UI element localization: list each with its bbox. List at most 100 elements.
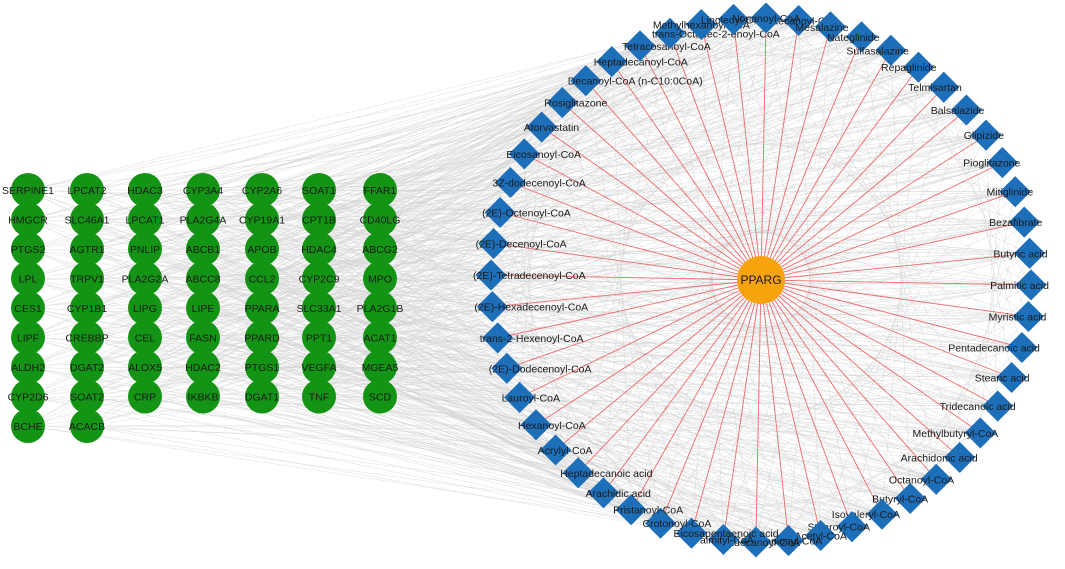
gene-node-circle[interactable] — [363, 232, 397, 266]
compound-node-tridecanoic-acid[interactable]: Tridecanoic acid — [940, 390, 1016, 422]
gene-node-circle[interactable] — [128, 232, 162, 266]
compound-node-diamond[interactable] — [1012, 300, 1044, 333]
gene-node-abcc8[interactable]: ABCC8 — [185, 261, 221, 296]
gene-node-slc46a1[interactable]: SLC46A1 — [65, 202, 110, 237]
compound-node-acrylyl-coa[interactable]: Acrylyl-CoA — [538, 434, 593, 466]
gene-node-abcg2[interactable]: ABCG2 — [362, 232, 398, 266]
compound-node-methylbutyryl-coa[interactable]: Methylbutyryl-CoA — [913, 417, 999, 449]
compound-node-balsalazide[interactable]: Balsalazide — [931, 94, 985, 126]
gene-node-circle[interactable] — [70, 291, 104, 325]
gene-node-lipg[interactable]: LIPG — [128, 291, 162, 325]
gene-node-circle[interactable] — [245, 261, 279, 296]
gene-node-circle[interactable] — [363, 350, 397, 384]
compound-node-heptadecanoic-acid[interactable]: Heptadecanoic acid — [560, 457, 653, 489]
gene-node-circle[interactable] — [11, 409, 45, 443]
compound-node-stearic-acid[interactable]: Stearic acid — [975, 361, 1030, 394]
gene-node-cyp2c9[interactable]: CYP2C9 — [299, 261, 340, 296]
compound-node-bezafibrate[interactable]: Bezafibrate — [989, 206, 1042, 238]
gene-node-bche[interactable]: BCHE — [11, 409, 45, 443]
gene-node-circle[interactable] — [11, 350, 45, 384]
gene-node-cd40lg[interactable]: CD40LG — [360, 202, 401, 237]
gene-node-cpt1b[interactable]: CPT1B — [302, 202, 336, 237]
gene-node-circle[interactable] — [70, 379, 104, 414]
compound-node-diamond[interactable] — [1015, 269, 1047, 301]
gene-node-circle[interactable] — [363, 202, 397, 237]
gene-node-crebbp[interactable]: CREBBP — [65, 320, 109, 355]
gene-node-circle[interactable] — [70, 232, 104, 266]
gene-node-mpo[interactable]: MPO — [363, 261, 397, 296]
gene-node-circle[interactable] — [302, 173, 336, 207]
gene-node-pnlip[interactable]: PNLIP — [128, 232, 162, 266]
gene-node-circle[interactable] — [245, 291, 279, 325]
gene-node-circle[interactable] — [186, 379, 220, 414]
gene-node-lipf[interactable]: LIPF — [11, 320, 45, 355]
compound-node-diamond[interactable] — [996, 361, 1028, 394]
gene-node-circle[interactable] — [11, 291, 45, 325]
gene-node-circle[interactable] — [245, 173, 279, 207]
gene-node-crp[interactable]: CRP — [128, 379, 162, 414]
compound-node-diamond[interactable] — [494, 166, 526, 199]
gene-node-abcb1[interactable]: ABCB1 — [186, 232, 221, 266]
compound-node-diamond[interactable] — [982, 390, 1014, 422]
compound-node-diamond[interactable] — [894, 482, 926, 514]
gene-node-circle[interactable] — [302, 261, 336, 296]
gene-node-vegfa[interactable]: VEGFA — [301, 350, 337, 384]
gene-node-agtr1[interactable]: AGTR1 — [69, 232, 105, 266]
compound-node-3z-dodecenoyl-coa[interactable]: 3Z-dodecenoyl-CoA — [492, 166, 586, 199]
gene-node-circle[interactable] — [245, 202, 279, 237]
gene-node-aldh2[interactable]: ALDH2 — [11, 350, 45, 384]
gene-node-circle[interactable] — [363, 261, 397, 296]
gene-node-circle[interactable] — [302, 202, 336, 237]
gene-node-circle[interactable] — [363, 320, 397, 355]
gene-node-apob[interactable]: APOB — [245, 232, 279, 266]
gene-node-ppara[interactable]: PPARA — [245, 291, 280, 325]
gene-node-circle[interactable] — [186, 291, 220, 325]
gene-node-hmgcr[interactable]: HMGCR — [8, 202, 48, 237]
compound-node-diamond[interactable] — [1006, 331, 1038, 364]
gene-node-circle[interactable] — [11, 173, 45, 207]
gene-node-circle[interactable] — [245, 379, 279, 414]
gene-node-ces1[interactable]: CES1 — [11, 291, 45, 325]
compound-node-butyric-acid[interactable]: Butyric acid — [993, 237, 1048, 269]
gene-node-circle[interactable] — [11, 232, 45, 266]
gene-node-pla2g4a[interactable]: PLA2G4A — [180, 202, 227, 237]
gene-node-circle[interactable] — [245, 350, 279, 384]
gene-node-cyp3a4[interactable]: CYP3A4 — [183, 173, 223, 207]
compound-node-diamond[interactable] — [475, 259, 507, 291]
gene-node-circle[interactable] — [11, 379, 45, 414]
gene-node-circle[interactable] — [70, 409, 104, 443]
compound-node-butyryl-coa[interactable]: Butyryl-CoA — [872, 482, 928, 514]
gene-node-pla2g2a[interactable]: PLA2G2A — [122, 261, 169, 296]
compound-node-2e-octenoyl-coa[interactable]: (2E)-Octenoyl-CoA — [482, 196, 571, 229]
compound-node-diamond[interactable] — [540, 434, 572, 466]
gene-node-circle[interactable] — [70, 173, 104, 207]
gene-node-acat1[interactable]: ACAT1 — [363, 320, 397, 355]
gene-node-lpcat1[interactable]: LPCAT1 — [126, 202, 165, 237]
gene-node-pla2g1b[interactable]: PLA2G1B — [357, 291, 404, 325]
compound-node-diamond[interactable] — [587, 477, 620, 509]
gene-node-circle[interactable] — [186, 261, 220, 296]
compound-node-diamond[interactable] — [476, 291, 508, 323]
gene-node-circle[interactable] — [128, 261, 162, 296]
gene-node-circle[interactable] — [128, 350, 162, 384]
gene-node-circle[interactable] — [302, 350, 336, 384]
gene-node-alox5[interactable]: ALOX5 — [128, 350, 162, 384]
compound-node-pentadecanoic-acid[interactable]: Pentadecanoic acid — [948, 331, 1040, 364]
gene-node-circle[interactable] — [70, 202, 104, 237]
compound-node-diamond[interactable] — [482, 322, 514, 354]
compound-node-diamond[interactable] — [1008, 206, 1040, 238]
gene-node-circle[interactable] — [186, 173, 220, 207]
compound-node-2e-decenoyl-coa[interactable]: (2E)-Decenoyl-CoA — [476, 227, 567, 260]
gene-node-lpl[interactable]: LPL — [11, 261, 45, 296]
gene-node-cyp2d6[interactable]: CYP2D6 — [8, 379, 49, 414]
gene-node-lipe[interactable]: LIPE — [186, 291, 220, 325]
gene-node-circle[interactable] — [70, 320, 104, 355]
compound-node-2e-dodecenoyl-coa[interactable]: (2E)-Dodecenoyl-CoA — [489, 352, 592, 384]
gene-node-ikbkb[interactable]: IKBKB — [186, 379, 220, 414]
gene-node-lpcat2[interactable]: LPCAT2 — [68, 173, 107, 207]
gene-node-dgat1[interactable]: DGAT1 — [245, 379, 279, 414]
compound-node-diamond[interactable] — [964, 417, 996, 449]
gene-node-circle[interactable] — [245, 320, 279, 355]
compound-node-diamond[interactable] — [562, 457, 594, 489]
gene-node-circle[interactable] — [245, 232, 279, 266]
